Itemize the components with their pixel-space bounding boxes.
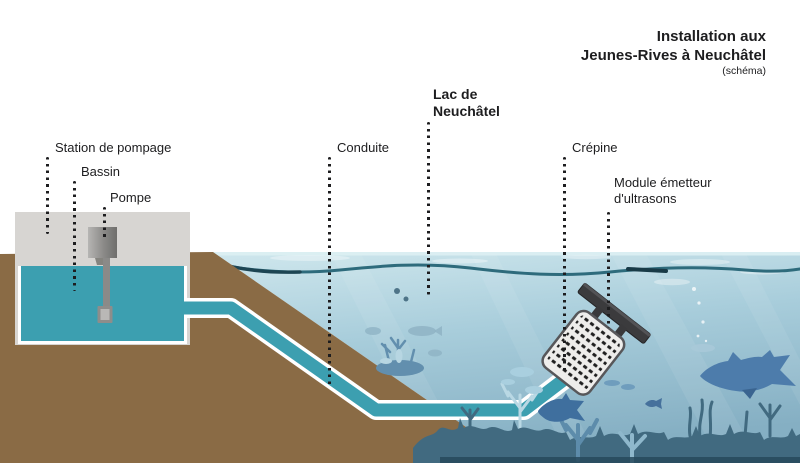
basin-water: [21, 266, 184, 341]
coral-cluster-light: [500, 367, 543, 432]
leader-line-module: [607, 212, 610, 328]
seabed-silhouette: [413, 398, 800, 463]
label-bassin: Bassin: [81, 164, 121, 179]
pump-shaft: [103, 258, 110, 308]
label-lac-de-neuchatel: Lac de Neuchâtel: [433, 86, 500, 120]
strainer-crepine: [541, 282, 651, 396]
label-conduite: Conduite: [337, 140, 390, 155]
ultrasound-module-bar: [577, 283, 651, 344]
leader-line-crepine: [563, 157, 566, 373]
leader-line-pompe: [103, 207, 106, 239]
fish-medium-icon: [538, 393, 585, 422]
leader-line-conduite: [328, 157, 331, 385]
fish-large-icon: [700, 350, 796, 399]
wave-line: [211, 261, 800, 277]
fish-small-icon: [645, 398, 662, 409]
title-line-1: Installation aux: [656, 28, 766, 45]
label-station-de-pompage: Station de pompage: [55, 140, 172, 155]
slope-tufts: [394, 288, 409, 302]
intake-pipe: [184, 298, 573, 420]
coral-branches: [558, 416, 599, 462]
slope-vegetation: [376, 336, 424, 376]
pump: [88, 227, 117, 323]
label-module-emetteur: Module émetteur d'ultrasons: [614, 175, 712, 206]
title-line-3: (schéma): [722, 65, 766, 78]
label-pompe: Pompe: [110, 190, 152, 205]
leader-line-station: [46, 157, 49, 234]
pumping-station: [15, 212, 190, 345]
title-line-2: Jeunes-Rives à Neuchâtel: [580, 47, 766, 65]
fish-distant-icons: [365, 326, 715, 390]
diagram-title: Installation aux Jeunes-Rives à Neuchâte…: [581, 27, 766, 78]
leader-line-lac: [427, 122, 430, 295]
bubbles: [692, 287, 708, 343]
label-crepine: Crépine: [572, 140, 618, 155]
pump-body: [88, 227, 117, 258]
leader-line-bassin: [73, 181, 76, 291]
